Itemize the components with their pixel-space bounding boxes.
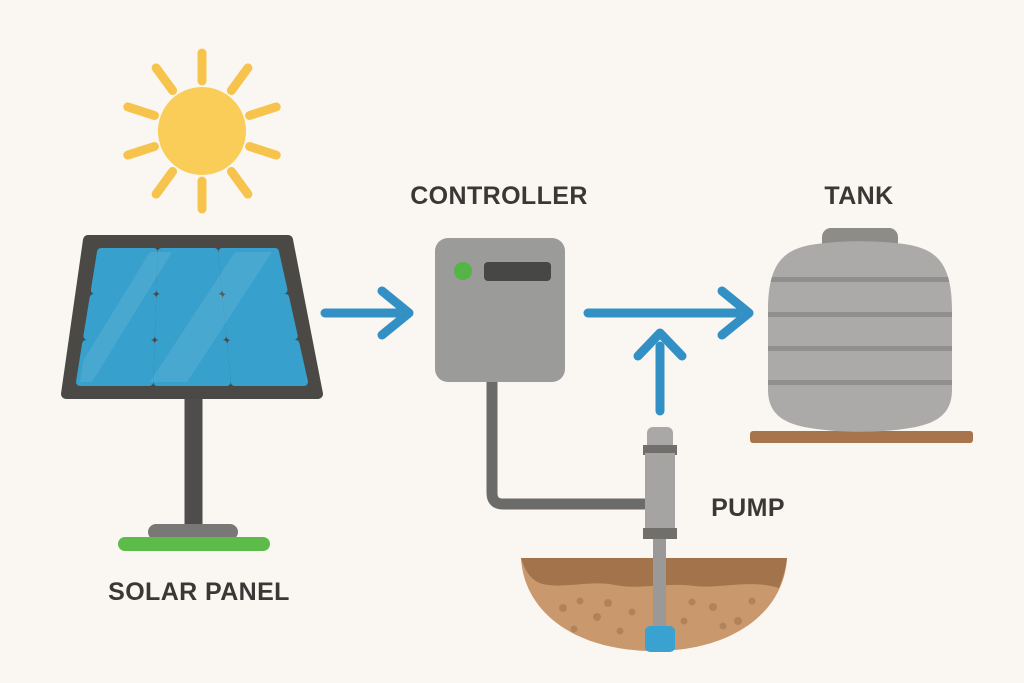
pump-intake-tip: [645, 626, 675, 652]
arrow-pump-up: [633, 328, 687, 416]
controller-led: [454, 262, 472, 280]
pump-icon: [643, 427, 677, 652]
pump-label: PUMP: [711, 494, 785, 522]
controller-label: CONTROLLER: [410, 182, 588, 210]
arrow-controller-to-tank: [583, 286, 754, 340]
tank-plank: [750, 431, 973, 443]
controller-icon: [435, 238, 565, 382]
controller-display: [484, 262, 551, 281]
controller-pump-wire: [486, 378, 648, 510]
arrow-panel-to-controller: [320, 286, 414, 340]
solar-panel-label: SOLAR PANEL: [108, 578, 290, 606]
solar-panel-icon: [61, 235, 323, 551]
tank-label: TANK: [824, 182, 894, 210]
tank-icon: [750, 228, 973, 443]
sun-icon: [123, 48, 281, 214]
